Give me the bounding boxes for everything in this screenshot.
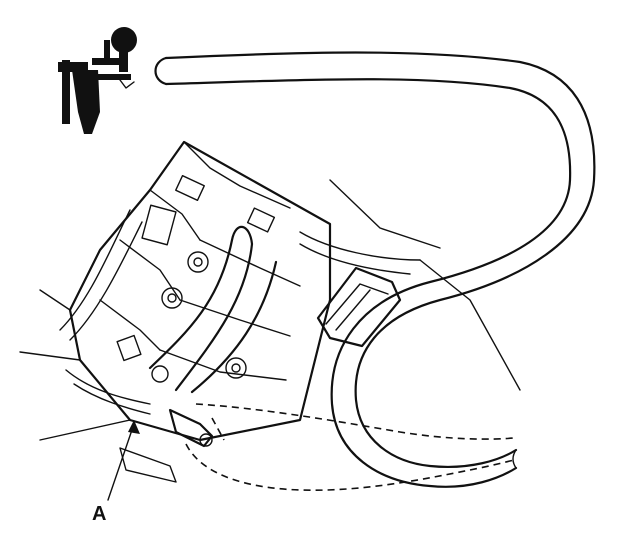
hose-fitting [119,408,214,483]
hidden-hose-route [185,403,515,492]
callout-a-label: A [92,503,106,525]
intake-pipe [148,225,278,394]
map-sensor-connector [299,179,521,391]
throttle-body-assembly [19,140,332,442]
vacuum-pump-icon [58,27,137,134]
callout-a: A [92,420,140,525]
vacuum-hose [154,51,596,488]
wiring-harness [59,209,151,415]
